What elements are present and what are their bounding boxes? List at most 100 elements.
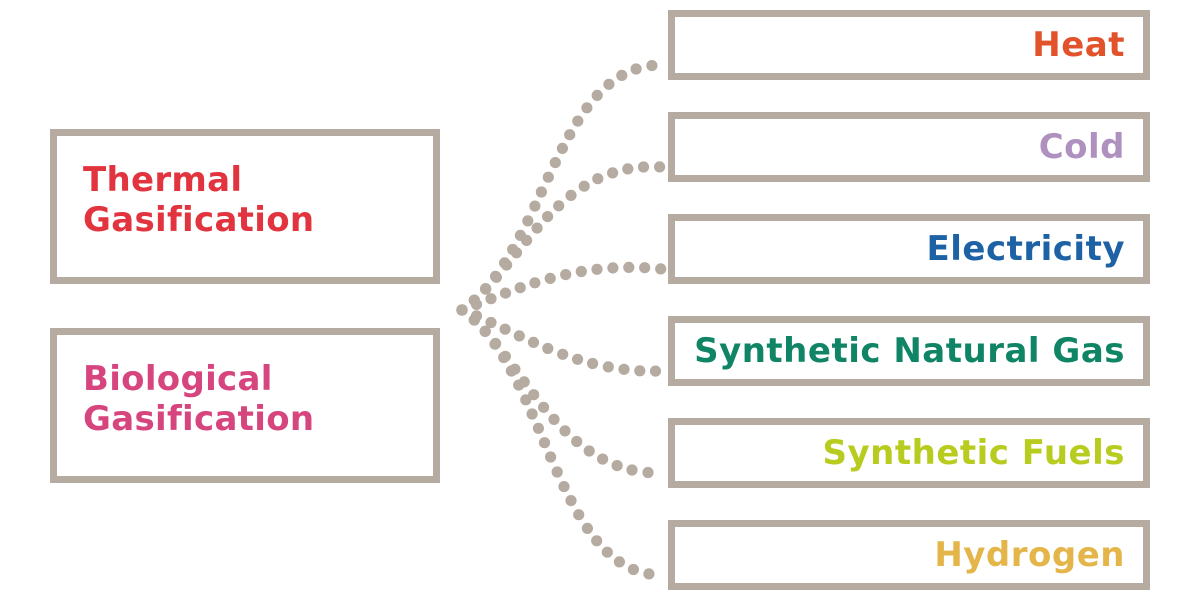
connector-dot	[480, 283, 492, 295]
connector-3	[456, 261, 667, 316]
connector-dot	[532, 422, 545, 434]
connector-dot	[564, 129, 576, 141]
connector-dot	[572, 115, 584, 127]
connector-dot	[646, 60, 658, 72]
cold-box: Cold	[668, 112, 1150, 182]
synthetic-natural-gas-label: Synthetic Natural Gas	[694, 331, 1125, 371]
connector-dot	[538, 437, 551, 449]
connector-dot	[531, 222, 543, 234]
thermal-gasification-label: Thermal Gasification	[83, 160, 315, 240]
connector-dot	[643, 568, 655, 580]
connector-dot	[565, 495, 577, 507]
connector-dot	[572, 353, 584, 365]
electricity-label: Electricity	[926, 229, 1125, 269]
connector-dot	[575, 265, 587, 278]
connector-dot	[616, 69, 628, 81]
heat-box: Heat	[668, 10, 1150, 80]
connector-dot	[520, 394, 532, 406]
connector-dot	[549, 157, 561, 169]
connector-dot	[522, 215, 534, 227]
biological-gasification-box: Biological Gasification	[50, 328, 440, 483]
connector-dot	[456, 304, 468, 316]
connector-dot	[649, 365, 662, 377]
thermal-gasification-box: Thermal Gasification	[50, 129, 440, 284]
connector-dot	[597, 453, 609, 465]
connector-dot	[622, 163, 634, 175]
connector-dot	[591, 89, 603, 101]
connector-dot	[581, 522, 594, 535]
connector-dot	[565, 189, 577, 201]
connector-6	[456, 304, 655, 580]
connector-dot	[557, 348, 569, 360]
connector-dot	[560, 269, 572, 281]
connector-dot	[538, 401, 550, 413]
connector-dot	[571, 435, 583, 448]
connector-dot	[607, 167, 619, 179]
connector-dot	[499, 287, 512, 299]
electricity-box: Electricity	[668, 214, 1150, 284]
connector-dot	[556, 142, 569, 154]
connector-4	[456, 304, 662, 377]
biological-gasification-label: Biological Gasification	[83, 359, 315, 439]
connector-dot	[558, 481, 570, 493]
connector-dot	[535, 186, 548, 198]
connector-dot	[499, 323, 511, 335]
connector-dot	[485, 316, 497, 329]
connector-dot	[479, 325, 491, 337]
connector-dot	[601, 546, 613, 558]
connector-dot	[613, 556, 626, 568]
connector-dot	[603, 78, 615, 90]
connector-dot	[468, 314, 480, 326]
connector-dot	[639, 262, 651, 274]
connector-dot	[498, 351, 510, 364]
synthetic-fuels-box: Synthetic Fuels	[668, 418, 1150, 488]
heat-label: Heat	[1032, 25, 1125, 65]
connector-dot	[637, 161, 650, 173]
connector-dot	[587, 357, 599, 370]
connector-dot	[655, 263, 667, 275]
connector-dot	[630, 63, 642, 75]
connector-dot	[526, 408, 538, 420]
connector-dot	[542, 342, 554, 355]
connector-dot	[602, 361, 614, 373]
connector-2	[456, 161, 666, 316]
connector-dot	[542, 171, 554, 183]
connector-dot	[545, 451, 557, 463]
connector-dot	[634, 365, 646, 377]
synthetic-fuels-label: Synthetic Fuels	[822, 433, 1125, 473]
connector-dot	[544, 272, 556, 284]
connector-dot	[618, 363, 630, 375]
connector-dot	[578, 180, 590, 192]
cold-label: Cold	[1038, 127, 1125, 167]
connector-1	[456, 60, 658, 316]
hydrogen-label: Hydrogen	[934, 535, 1125, 575]
connector-dot	[490, 271, 502, 283]
connector-dot	[591, 535, 603, 547]
connector-dot	[627, 563, 640, 576]
connector-dot	[470, 298, 483, 310]
connector-dot	[583, 445, 595, 457]
connector-dot	[521, 234, 533, 246]
connector-dot	[623, 261, 635, 273]
synthetic-natural-gas-box: Synthetic Natural Gas	[668, 316, 1150, 386]
connector-dot	[489, 338, 501, 350]
connector-dot	[607, 262, 619, 274]
connector-dot	[611, 460, 623, 472]
connector-dot	[529, 200, 541, 212]
connector-dot	[553, 200, 565, 212]
connector-dot	[551, 466, 563, 478]
connector-dot	[529, 277, 541, 289]
connector-dot	[592, 173, 604, 185]
connector-dot	[513, 330, 525, 342]
connector-dot	[581, 102, 593, 114]
connector-dot	[573, 509, 585, 521]
connector-dot	[485, 293, 497, 305]
connector-dot	[513, 379, 525, 391]
connector-dot	[591, 263, 603, 275]
connector-dot	[514, 282, 526, 294]
connector-dot	[548, 413, 560, 425]
connector-dot	[654, 161, 666, 173]
connector-dot	[642, 466, 654, 479]
connector-dot	[505, 365, 517, 377]
